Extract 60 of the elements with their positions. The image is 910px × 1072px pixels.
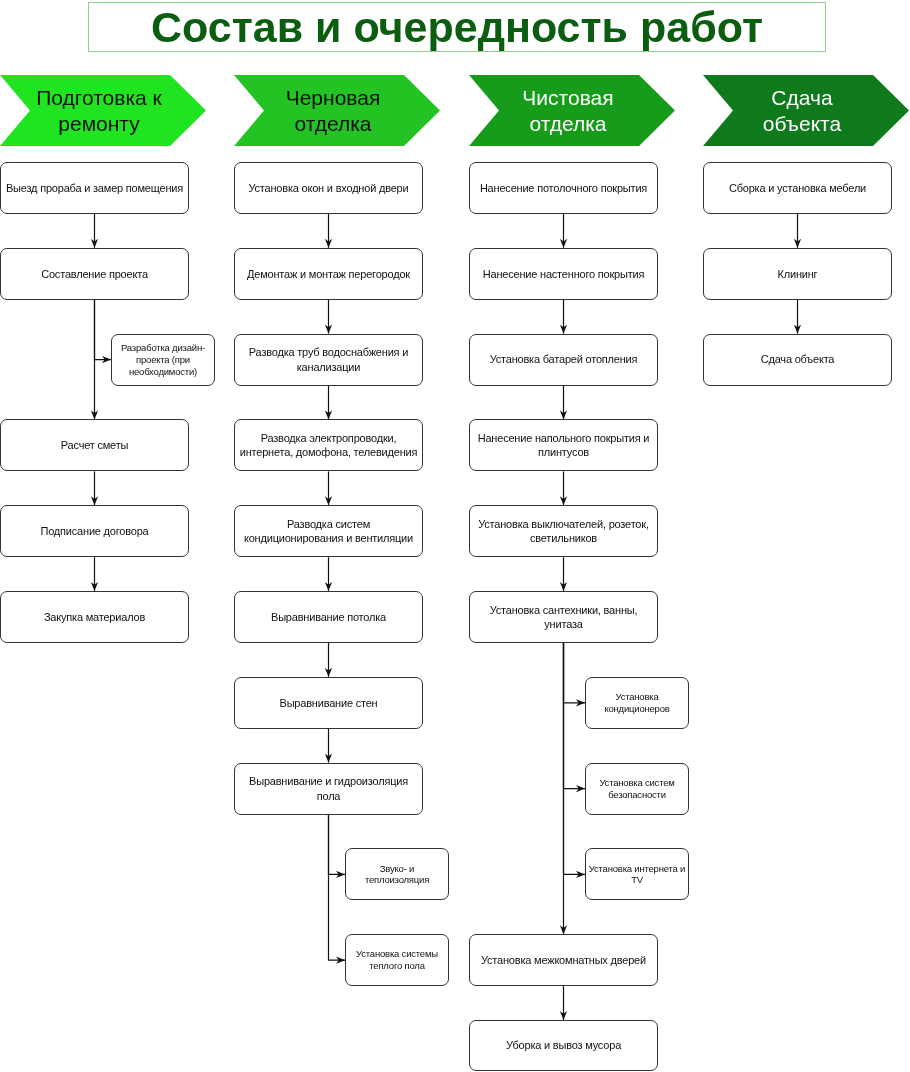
step-box: Сдача объекта	[703, 333, 892, 386]
step-box: Разводка электропроводки, интернета, домофона, телевидения	[234, 419, 423, 472]
arrow	[90, 470, 99, 506]
arrow	[559, 299, 568, 335]
step-box: Установка систем безопасности	[585, 762, 689, 815]
step-box: Установка сантехники, ванны, унитаза	[469, 591, 658, 643]
step-box: Нанесение настенного покрытия	[469, 247, 658, 300]
arrow	[559, 213, 568, 249]
step-box: Подписание договора	[0, 505, 189, 558]
title: Состав и очередность работ	[88, 2, 826, 52]
stage-title: Подготовка к ремонту	[35, 85, 163, 136]
arrow	[324, 470, 333, 506]
arrow	[324, 642, 333, 678]
arrow	[324, 213, 333, 249]
arrow	[559, 556, 568, 592]
step-box: Установка системы теплого пола	[345, 934, 449, 987]
stage-header	[703, 75, 909, 146]
stage-title: Черновая отделка	[284, 85, 382, 136]
arrow	[559, 642, 568, 935]
step-box: Выравнивание стен	[234, 676, 423, 729]
step-box: Разводка систем кондиционирования и вентиляции	[234, 505, 423, 558]
arrow	[90, 556, 99, 592]
arrow	[793, 299, 802, 335]
step-box: Разработка дизайн-проекта (при необходимости)	[111, 333, 215, 386]
arrow	[559, 985, 568, 1021]
step-box: Составление проекта	[0, 247, 189, 300]
step-box: Расчет сметы	[0, 419, 189, 472]
arrow	[324, 299, 333, 335]
step-box: Разводка труб водоснабжения и канализации	[234, 333, 423, 386]
stage-header	[0, 75, 206, 146]
step-box: Установка окон и входной двери	[234, 162, 423, 214]
step-box: Закупка материалов	[0, 591, 189, 643]
stage-header	[469, 75, 675, 146]
step-box: Звуко- и теплоизоляция	[345, 848, 449, 901]
arrow	[327, 814, 346, 964]
step-box: Демонтаж и монтаж перегородок	[234, 247, 423, 300]
arrow	[559, 470, 568, 506]
arrow	[324, 385, 333, 420]
step-box: Установка батарей отопления	[469, 333, 658, 386]
step-box: Нанесение напольного покрытия и плинтусов	[469, 419, 658, 472]
step-box: Установка межкомнатных дверей	[469, 934, 658, 987]
arrow	[90, 213, 99, 249]
step-box: Уборка и вывоз мусора	[469, 1020, 658, 1071]
step-box: Клининг	[703, 247, 892, 300]
step-box: Сборка и установка мебели	[703, 162, 892, 214]
arrow	[324, 556, 333, 592]
arrow	[324, 728, 333, 764]
stage-header	[234, 75, 440, 146]
step-box: Установка кондиционеров	[585, 676, 689, 729]
stage-title: Сдача объекта	[761, 85, 843, 136]
step-box: Установка интернета и TV	[585, 848, 689, 901]
arrow	[559, 385, 568, 420]
step-box: Выезд прораба и замер помещения	[0, 162, 189, 214]
step-box: Нанесение потолочного покрытия	[469, 162, 658, 214]
step-box: Выравнивание потолка	[234, 591, 423, 643]
stage-title: Чистовая отделка	[521, 85, 615, 136]
step-box: Установка выключателей, розеток, светильников	[469, 505, 658, 558]
step-box: Выравнивание и гидроизоляция пола	[234, 762, 423, 815]
arrow	[793, 213, 802, 249]
arrow	[90, 299, 99, 420]
